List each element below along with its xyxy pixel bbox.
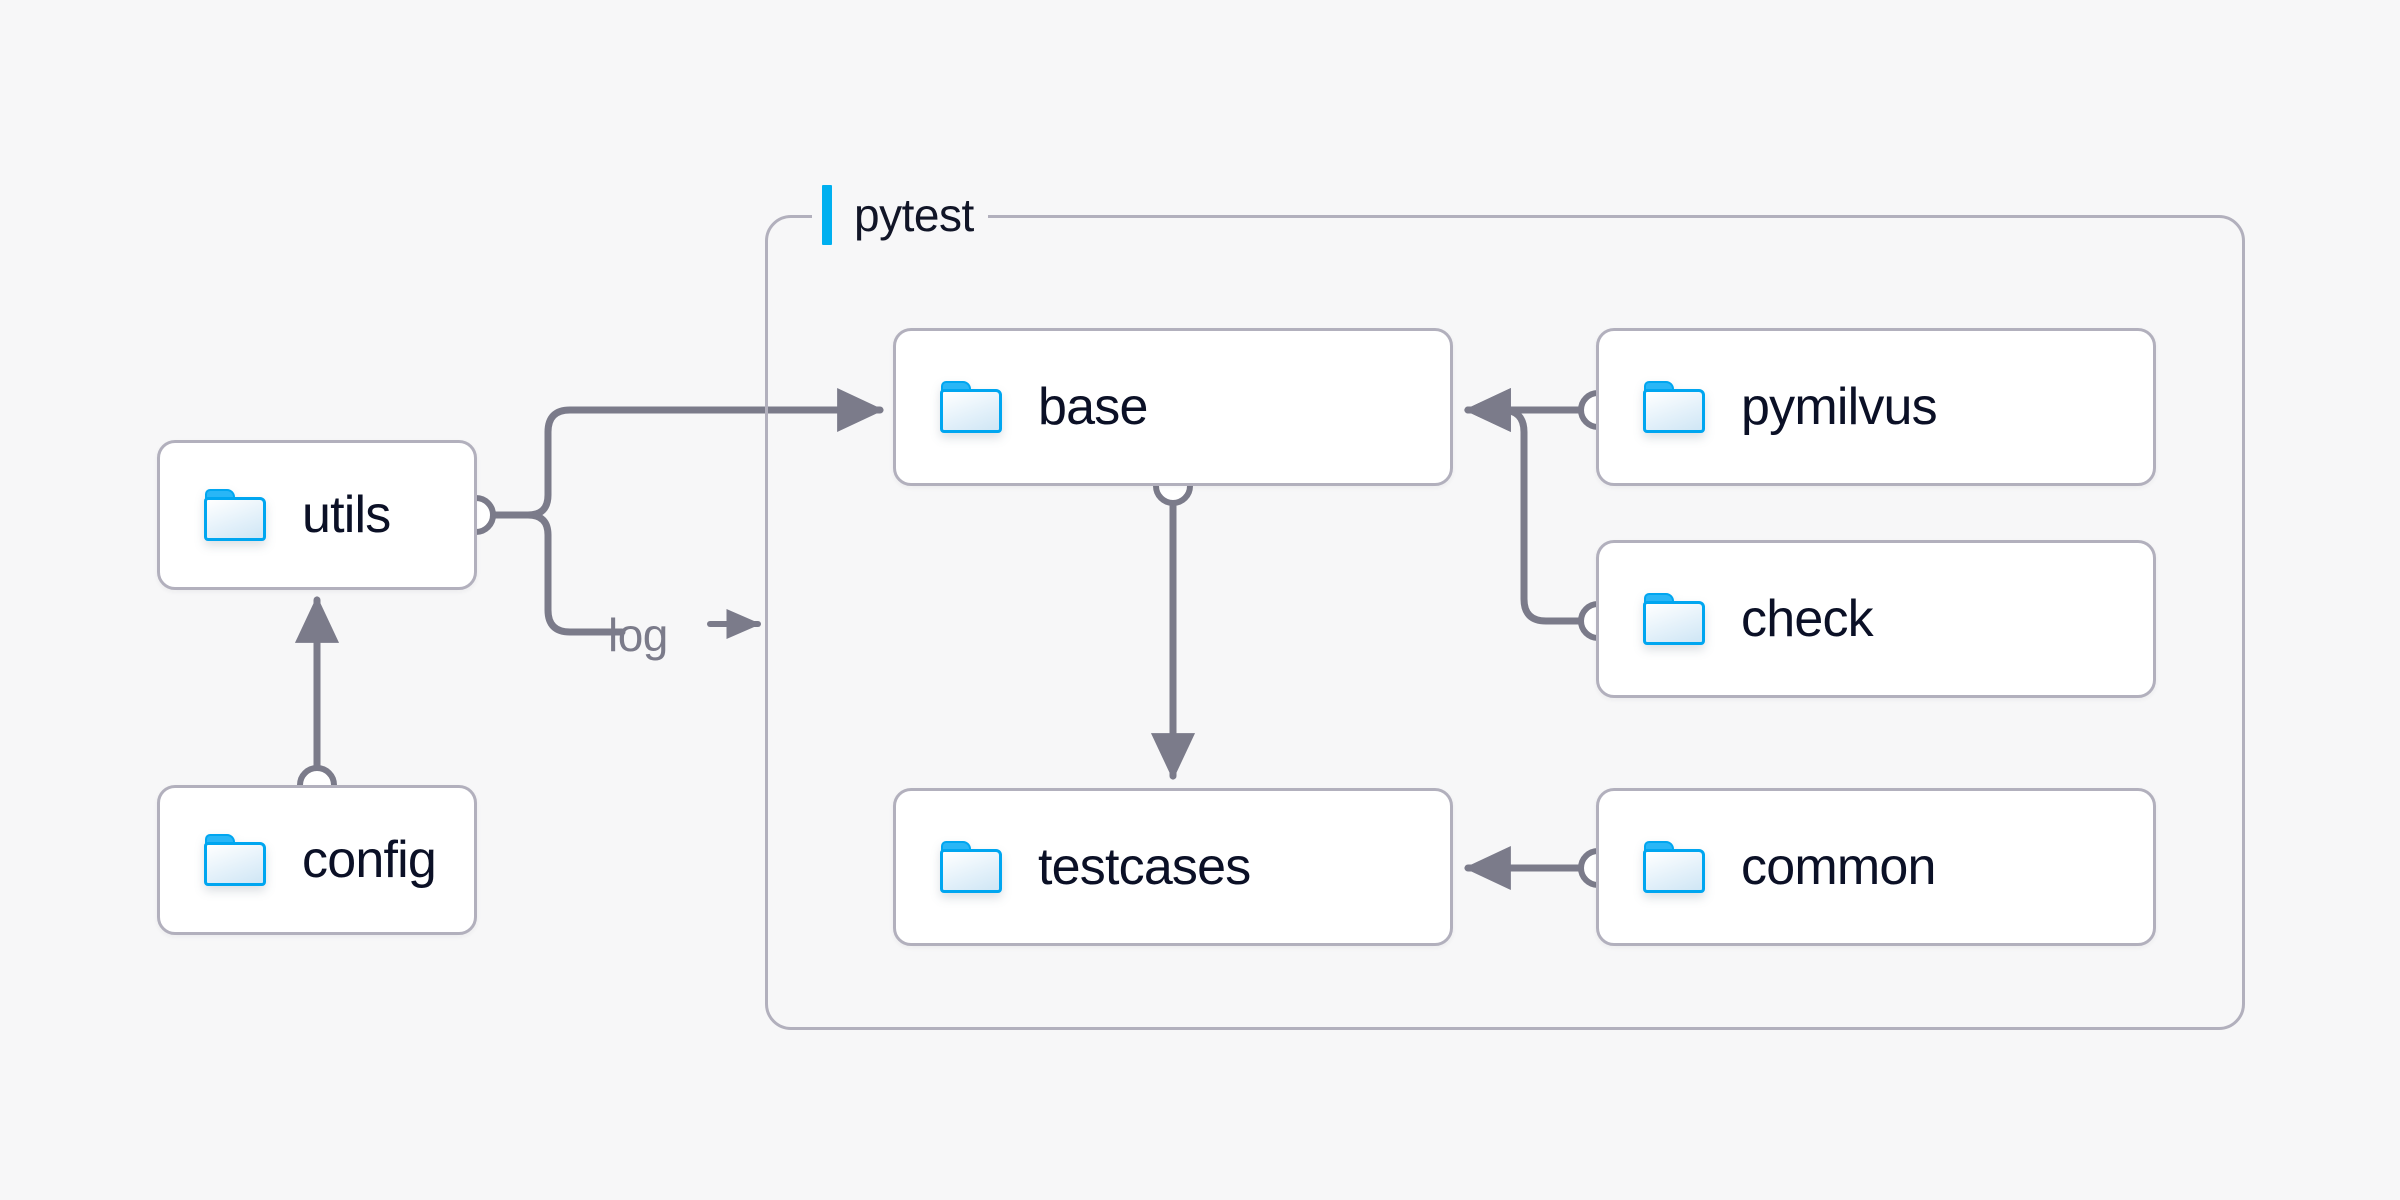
node-testcases[interactable]: testcases [893,788,1453,946]
folder-icon [1643,593,1705,645]
node-label: pymilvus [1741,378,1938,436]
folder-icon [940,381,1002,433]
edge-label-log: log [608,609,668,661]
folder-icon [204,834,266,886]
node-label: common [1741,838,1936,896]
node-label: check [1741,590,1874,648]
folder-icon [1643,841,1705,893]
node-label: utils [302,486,391,544]
node-label: testcases [1038,838,1251,896]
node-config[interactable]: config [157,785,477,935]
node-check[interactable]: check [1596,540,2156,698]
node-common[interactable]: common [1596,788,2156,946]
folder-icon [940,841,1002,893]
folder-icon [204,489,266,541]
node-label: base [1038,378,1148,436]
pytest-group-label: pytest [812,184,988,246]
node-base[interactable]: base [893,328,1453,486]
node-utils[interactable]: utils [157,440,477,590]
node-label: config [302,831,437,889]
folder-icon [1643,381,1705,433]
group-title-text: pytest [854,189,974,241]
edge-utils-to-log [488,511,626,636]
pytest-group-container[interactable] [765,215,2245,1030]
group-accent-bar [822,185,832,245]
node-pymilvus[interactable]: pymilvus [1596,328,2156,486]
